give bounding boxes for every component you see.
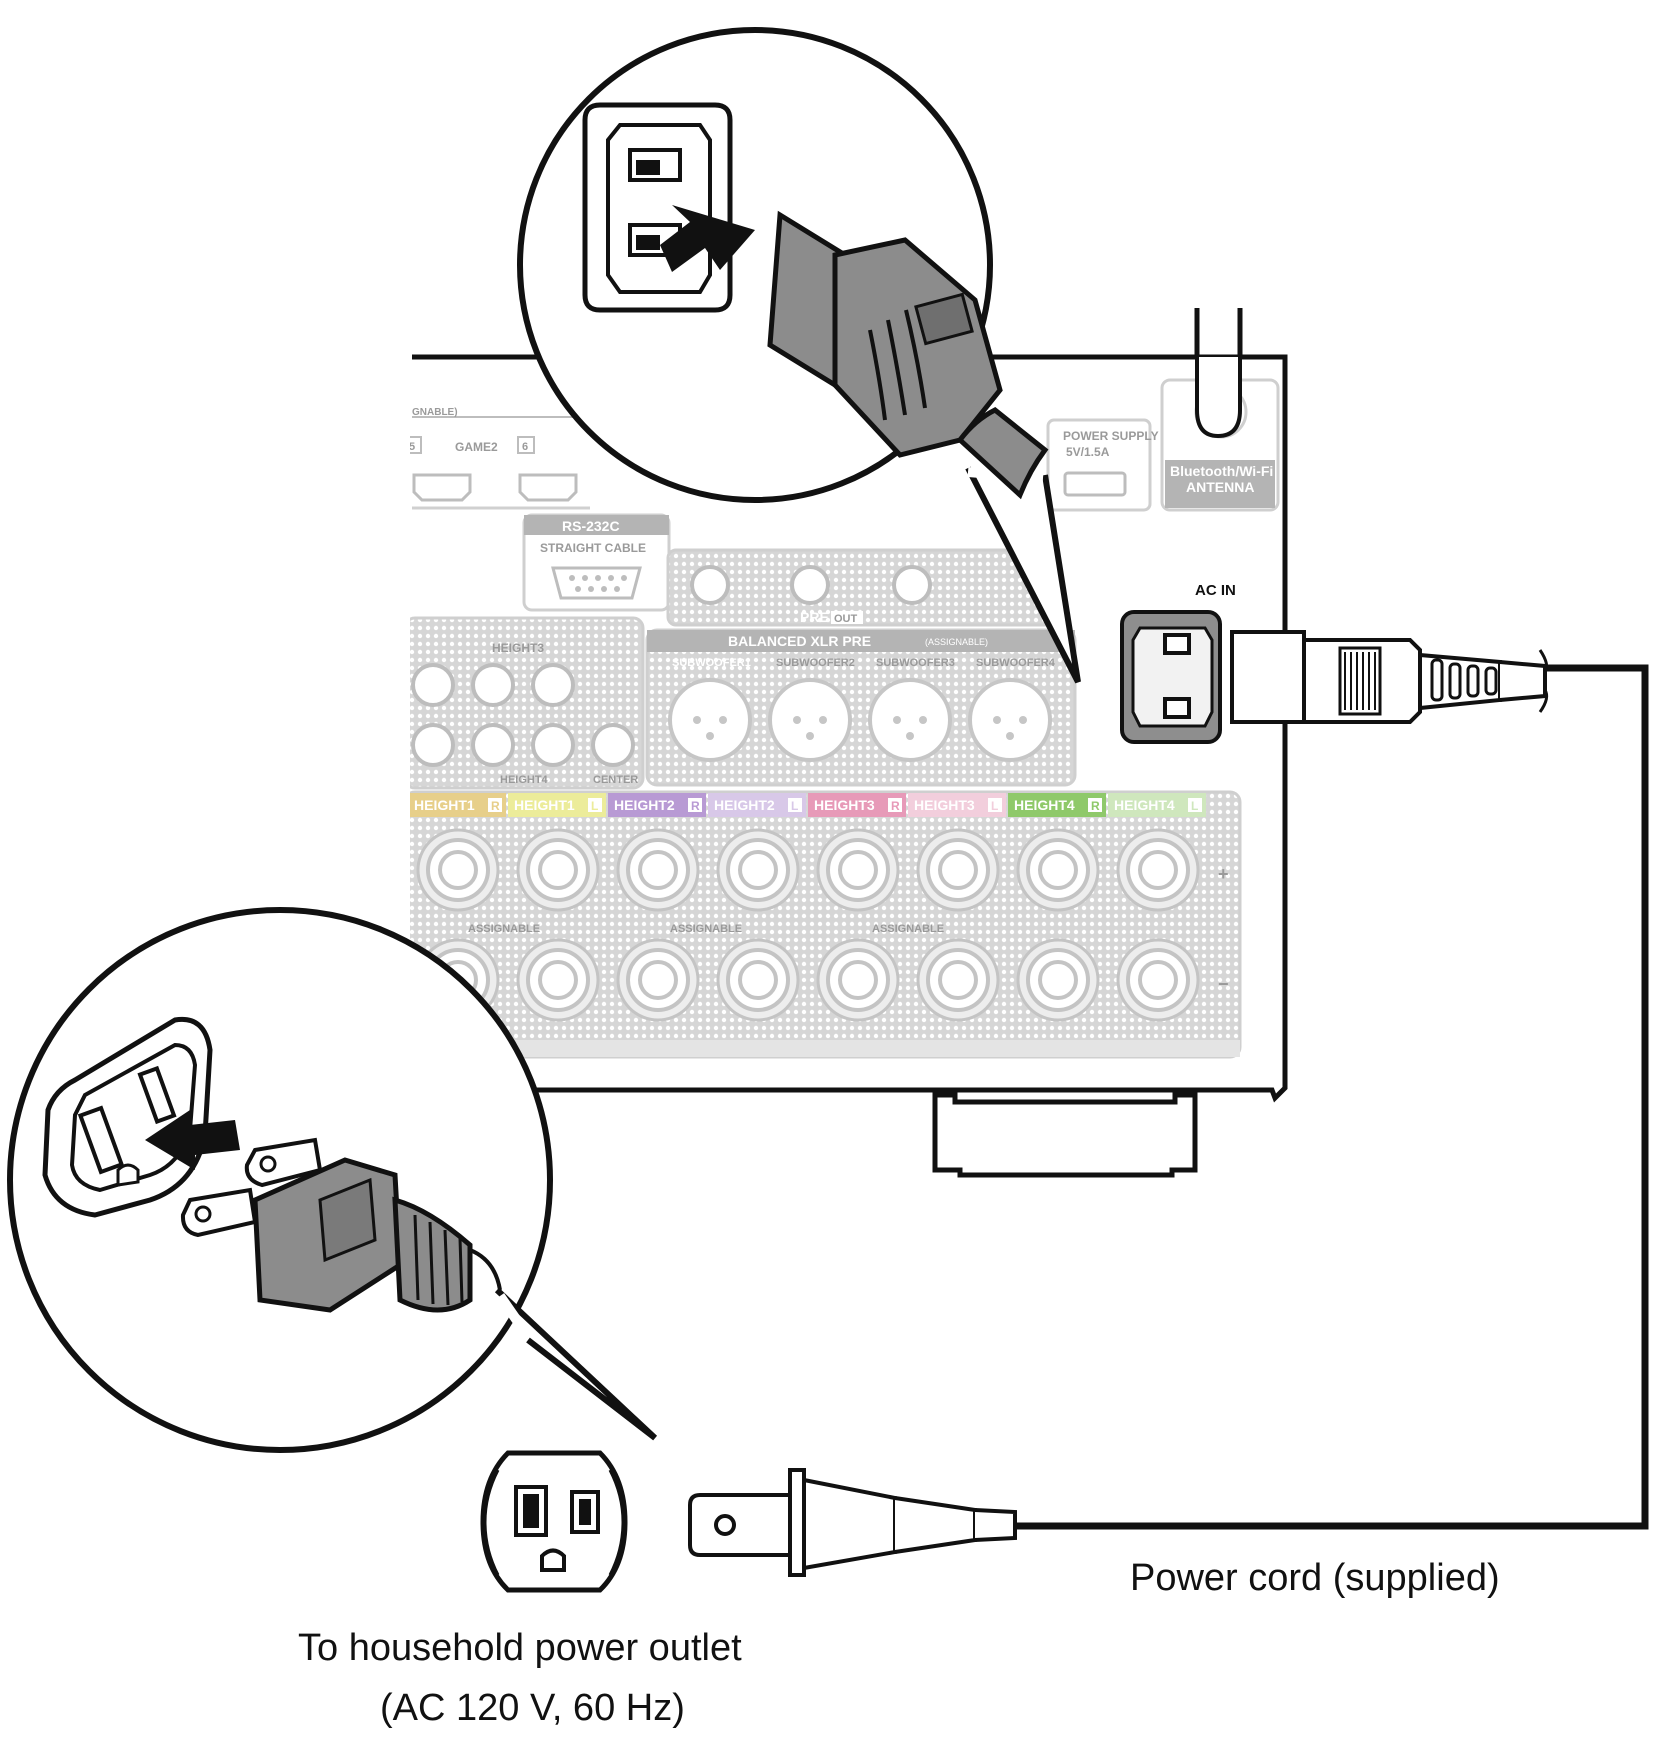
speaker-terminal-ring <box>738 960 778 1000</box>
antenna-label-line1: Bluetooth/Wi-Fi <box>1170 463 1273 479</box>
minus-label: − <box>1218 974 1229 994</box>
balanced-assignable-label: (ASSIGNABLE) <box>925 637 988 647</box>
height3-small-label: HEIGHT3 <box>492 641 544 655</box>
rca-jacks[interactable] <box>411 663 635 767</box>
subwoofer3-label: SUBWOOFER3 <box>876 657 955 669</box>
speaker-terminal-ring <box>1038 850 1078 890</box>
receiver-foot <box>932 1092 1198 1178</box>
ac-inlet-callout <box>517 27 1081 684</box>
center-label: CENTER <box>593 774 638 786</box>
balanced-xlr-label: BALANCED XLR PRE <box>728 633 871 649</box>
receiver-rear-panel: GNABLE) 5 GAME2 6 RS-232C STRAIGHT CABLE <box>409 308 1549 1178</box>
plus-label: + <box>1218 864 1229 884</box>
outlet-caption-line2: (AC 120 V, 60 Hz) <box>380 1687 685 1729</box>
rs232c-label: RS-232C <box>562 518 620 534</box>
speaker-side-badge <box>588 798 602 812</box>
ac-in-label: AC IN <box>1195 582 1236 599</box>
speaker-side-badge <box>888 798 902 812</box>
speaker-terminal-ring <box>1138 850 1178 890</box>
speaker-label-text: HEIGHT3 <box>914 797 975 813</box>
pre-out-rca-block <box>410 616 645 790</box>
pre-out-label: PRE <box>800 609 829 625</box>
subwoofer4-label: SUBWOOFER4 <box>976 657 1056 669</box>
power-supply-label: POWER SUPPLY <box>1063 429 1159 443</box>
speaker-side-text: R <box>891 799 900 813</box>
iec-connector-plug <box>1230 630 1549 724</box>
subwoofer1-label: SUBWOOFER1 <box>672 657 751 669</box>
wall-outlet[interactable] <box>480 1450 628 1593</box>
wall-plug <box>688 1468 1017 1577</box>
assignable-label-2: ASSIGNABLE <box>670 923 742 935</box>
input-5-label: 5 <box>409 441 415 453</box>
speaker-terminal-ring <box>738 850 778 890</box>
speaker-labels: HEIGHT1 R HEIGHT1 L HEIGHT2 R HEIGHT2 L HEIGHT3 R… <box>410 793 1206 817</box>
usb-port[interactable] <box>1063 471 1127 497</box>
speaker-terminal-ring <box>538 850 578 890</box>
outlet-caption-line1: To household power outlet <box>298 1627 742 1669</box>
speaker-side-badge <box>1188 798 1202 812</box>
speaker-terminal-ring <box>638 960 678 1000</box>
hdmi-port-game2[interactable] <box>518 473 578 502</box>
speaker-side-badge <box>988 798 1002 812</box>
speaker-terminal-ring <box>838 850 878 890</box>
speaker-side-badge <box>488 798 502 812</box>
antenna-label-line2: ANTENNA <box>1186 479 1254 495</box>
antenna-rod <box>1194 308 1243 357</box>
speaker-label-text: HEIGHT4 <box>1014 797 1075 813</box>
assignable-label-3: ASSIGNABLE <box>872 923 944 935</box>
assignable-label-1: ASSIGNABLE <box>468 923 540 935</box>
speaker-side-text: R <box>691 799 700 813</box>
speaker-label-text: HEIGHT4 <box>1114 797 1175 813</box>
game2-label: GAME2 <box>455 440 498 454</box>
input-6-label: 6 <box>522 441 528 453</box>
speaker-terminal-ring <box>938 850 978 890</box>
plug-callout <box>7 907 658 1453</box>
power-cord-line <box>1010 664 1649 1530</box>
power-cord-caption: Power cord (supplied) <box>1130 1557 1500 1599</box>
speaker-side-text: R <box>491 799 500 813</box>
speaker-side-badge <box>688 798 702 812</box>
speaker-side-text: L <box>591 799 598 813</box>
insert-arrow-icon <box>660 205 755 272</box>
speaker-label-text: HEIGHT1 <box>514 797 575 813</box>
speaker-label-text: HEIGHT3 <box>814 797 875 813</box>
speaker-side-text: L <box>791 799 798 813</box>
speaker-side-text: L <box>991 799 998 813</box>
speaker-terminal-ring <box>1038 960 1078 1000</box>
speaker-side-badge <box>788 798 802 812</box>
speaker-label-text: HEIGHT2 <box>714 797 775 813</box>
height4-small-label: HEIGHT4 <box>500 774 549 786</box>
rs232c-port[interactable] <box>551 566 642 600</box>
subwoofer2-label: SUBWOOFER2 <box>776 657 855 669</box>
speaker-side-text: L <box>1191 799 1198 813</box>
pre-out-badge: OUT <box>834 613 858 625</box>
speaker-terminal-ring <box>1138 960 1178 1000</box>
assignable-partial-label: GNABLE) <box>412 407 458 418</box>
ac-in-inlet[interactable] <box>1120 610 1222 744</box>
power-rating-label: 5V/1.5A <box>1066 445 1110 459</box>
speaker-label-text: HEIGHT1 <box>414 797 475 813</box>
speaker-terminal-ring <box>438 850 478 890</box>
speaker-terminal-ring <box>638 850 678 890</box>
speaker-label-text: HEIGHT2 <box>614 797 675 813</box>
straight-cable-label: STRAIGHT CABLE <box>540 541 646 555</box>
xlr-jacks[interactable] <box>668 678 1052 762</box>
speaker-terminal-ring <box>938 960 978 1000</box>
speaker-side-text: R <box>1091 799 1100 813</box>
hdmi-port-game1[interactable] <box>412 473 472 502</box>
speaker-terminal-ring <box>838 960 878 1000</box>
speaker-terminal-ring <box>538 960 578 1000</box>
plug-arrow-icon <box>145 1110 240 1170</box>
speaker-side-badge <box>1088 798 1102 812</box>
